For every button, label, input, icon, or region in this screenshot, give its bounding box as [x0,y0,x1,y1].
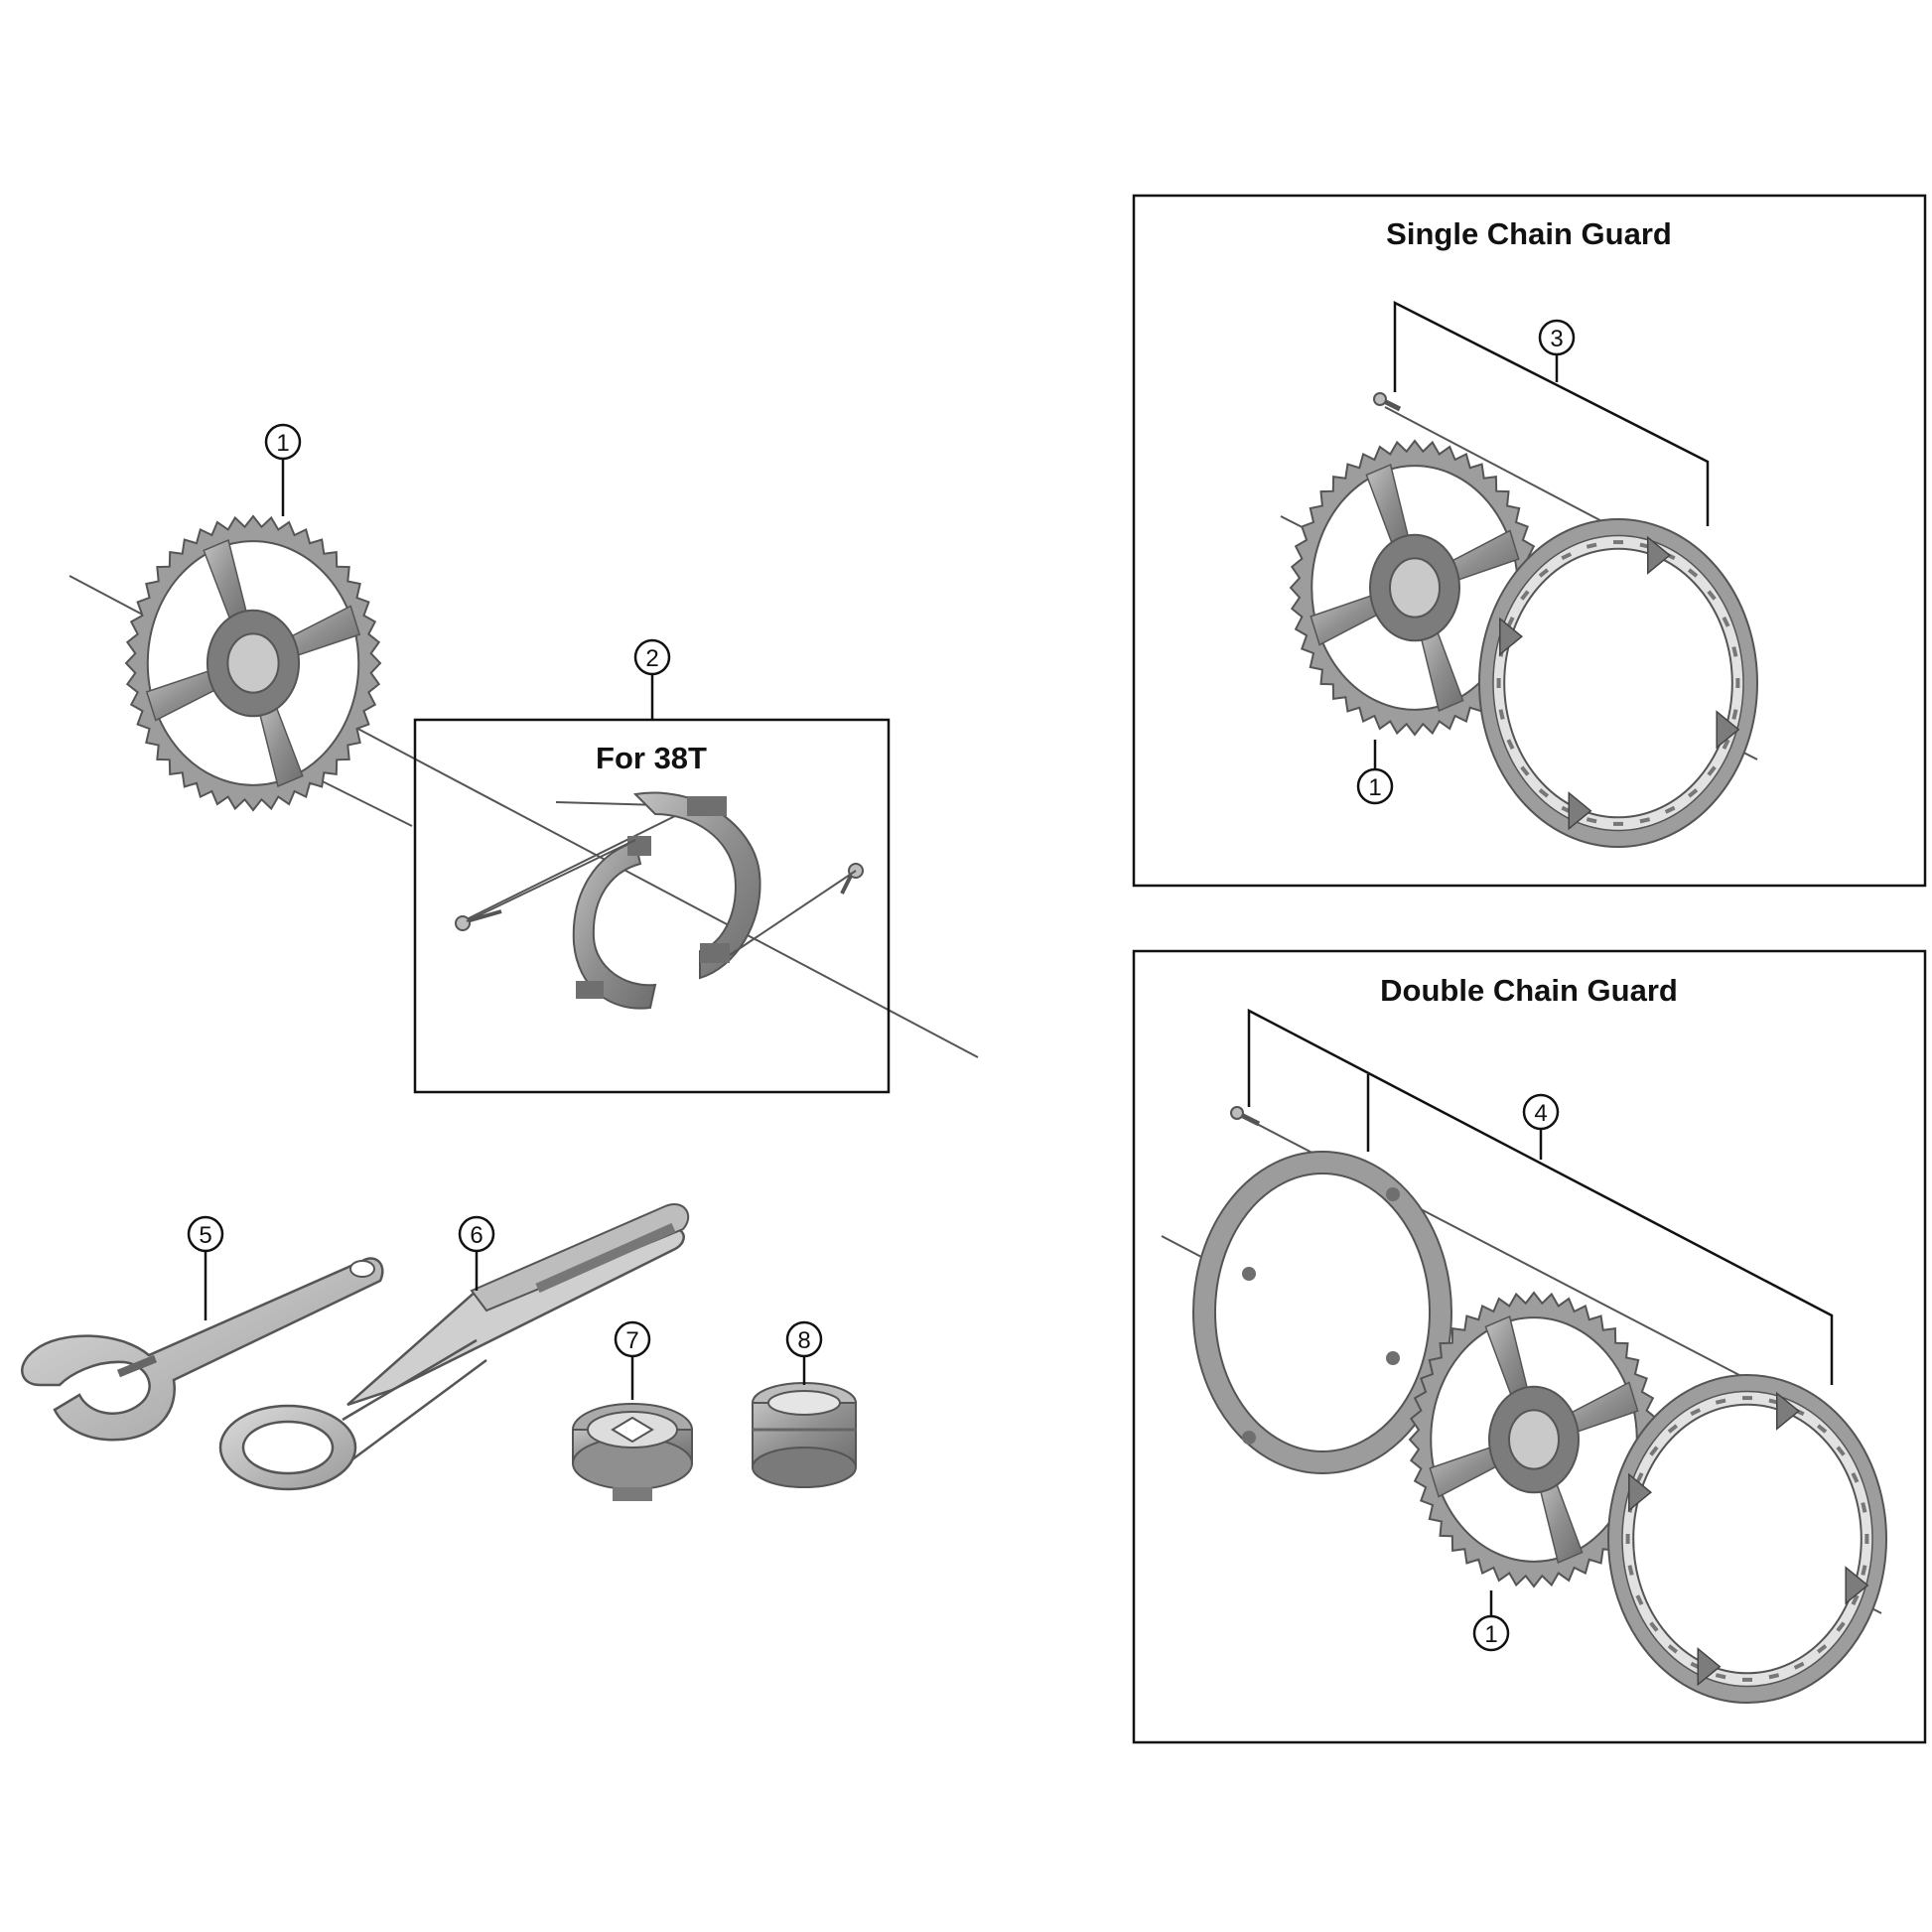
callout-double-guard-set: 4 [1522,1093,1560,1131]
guard-bolt [1373,392,1402,412]
chainring-part [1408,1291,1660,1588]
callout-number: 2 [645,645,658,672]
lockring-tool [572,1403,693,1501]
callout-adapter-38t: 2 [633,638,671,676]
guard-mount-tab [1646,535,1671,575]
crank-wrench-tool [218,1203,690,1491]
adapter-bolt [455,909,502,931]
chainring-hub [1389,557,1441,619]
panel-title-for-38t: For 38T [596,741,707,775]
callout-number: 1 [1368,774,1381,801]
guard-mount-tab [1568,791,1592,831]
panel-double-chain-guard [1132,949,1927,1744]
chainring-hub [1508,1409,1560,1470]
bb-adapter-tool [752,1382,857,1488]
callout-double-chainring: 1 [1472,1614,1510,1652]
guard-mount-tab [1499,617,1523,656]
guard-set-bracket [1247,1008,1834,1385]
main-assembly: 1 For 38T 2 [69,423,979,1094]
callout-number: 1 [276,430,289,457]
guard-bolt [1230,1106,1261,1127]
callout-number: 3 [1550,326,1563,352]
callout-bb-wrench: 5 [187,1215,224,1253]
single-chain-guard-assembly: Single Chain Guard 3 1 [1132,194,1927,888]
panel-for-38t [413,718,891,1094]
callout-bb-adapter-tool: 8 [785,1320,823,1358]
callout-number: 5 [199,1222,211,1249]
panel-title-single-chain-guard: Single Chain Guard [1386,216,1672,251]
callout-main-chainring: 1 [264,423,302,461]
adapter-ring-halves [455,791,864,1010]
tools-group: 5 6 7 [21,1203,857,1501]
chainring-hub [226,632,280,694]
chain-guard-part [1478,518,1758,848]
callout-number: 4 [1534,1100,1547,1127]
panel-title-double-chain-guard: Double Chain Guard [1380,973,1678,1008]
guard-mount-tab [1845,1566,1869,1605]
callout-number: 6 [470,1222,483,1249]
chainring-part [1289,439,1541,737]
guard-mount-tab [1628,1472,1652,1512]
guard-mount-tab [1775,1391,1800,1431]
callout-number: 1 [1484,1621,1497,1648]
chain-guard-part [1607,1374,1887,1704]
inner-guard-plate [1192,1151,1452,1474]
guard-mount-tab [1697,1647,1722,1687]
callout-crank-wrench: 6 [458,1215,495,1253]
callout-number: 8 [797,1327,810,1354]
callout-single-guard-set: 3 [1538,319,1576,356]
panel-single-chain-guard [1132,194,1927,888]
callout-single-chainring: 1 [1356,767,1394,805]
chainring-part [124,514,382,812]
callout-lockring-tool: 7 [614,1320,651,1358]
guard-mount-tab [1716,710,1740,750]
double-chain-guard-assembly: Double Chain Guard 4 1 [1132,949,1927,1744]
bb-wrench-tool [21,1257,384,1442]
callout-number: 7 [625,1327,638,1354]
guard-set-bracket [1393,300,1710,526]
